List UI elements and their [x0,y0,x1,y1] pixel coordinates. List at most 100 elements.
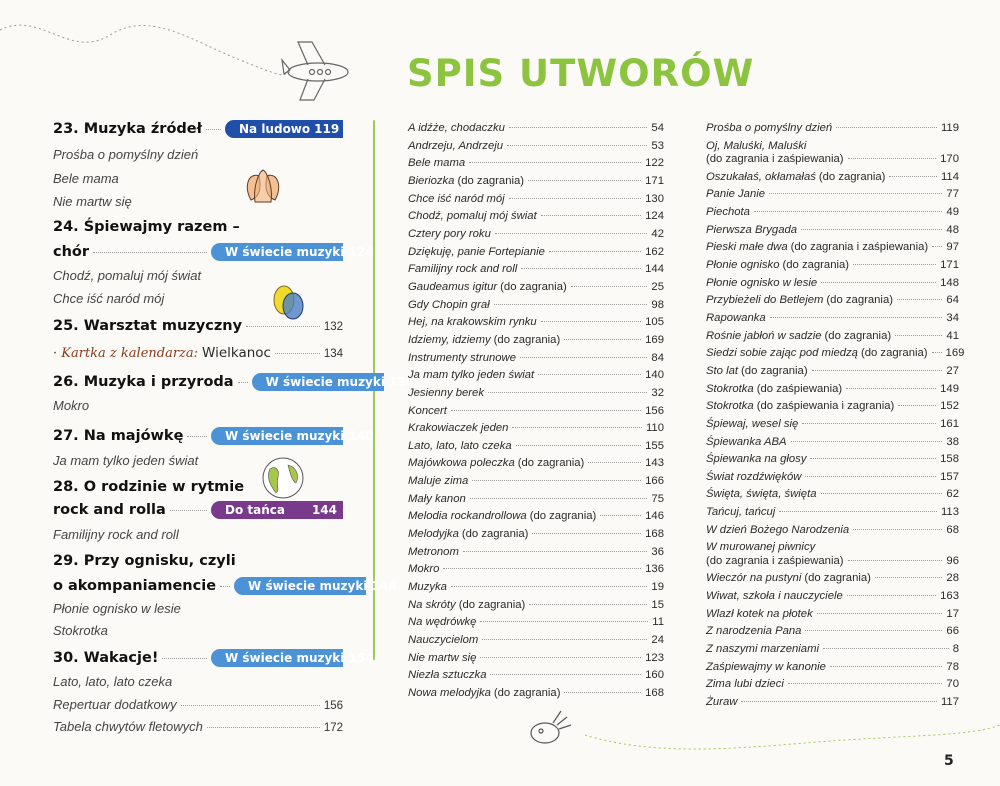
index-entry[interactable]: Idziemy, idziemy(do zagrania)169 [408,332,664,350]
lesson-row[interactable]: Chodź, pomaluj mój świat [53,268,343,283]
index-entry[interactable]: Majówkowa poleczka(do zagrania)143 [408,455,664,473]
index-entry[interactable]: W murowanej piwnicy(do zagrania i zaśpie… [706,539,959,570]
lesson-row[interactable]: Prośba o pomyślny dzień [53,147,343,162]
song-title: · Kartka z kalendarza: [53,346,199,361]
index-entry[interactable]: Rośnie jabłoń w sadzie(do zagrania)41 [706,328,959,346]
index-entry[interactable]: Melodia rockandrollowa(do zagrania)146 [408,508,664,526]
lesson-row[interactable]: Mokro [53,398,343,413]
index-entry[interactable]: Stokrotka(do zaśpiewania i zagrania)152 [706,398,959,416]
entry-page: 144 [645,263,664,276]
lesson-row[interactable]: 29. Przy ognisku, czyli [53,553,343,569]
lesson-row[interactable]: Płonie ognisko w lesie [53,601,343,616]
lesson-row[interactable]: Stokrotka [53,623,343,638]
index-entry[interactable]: Bieriozka(do zagrania)171 [408,173,664,191]
index-entry[interactable]: Na skróty(do zagrania)15 [408,597,664,615]
lesson-row[interactable]: Ja mam tylko jeden świat [53,453,343,468]
entry-page: 48 [946,223,959,236]
dot-leader [237,382,248,383]
song-title: Lato, lato, lato czeka [53,674,173,689]
lesson-row[interactable]: 28. O rodzinie w rytmie [53,479,343,495]
index-entry[interactable]: Pieski małe dwa(do zagrania i zaśpiewani… [706,239,959,257]
lesson-row[interactable]: Nie martw się [53,194,343,209]
lesson-row[interactable]: Chce iść naród mój [53,291,343,306]
index-entry[interactable]: Oszukałaś, okłamałaś(do zagrania)114 [706,169,959,187]
index-entry[interactable]: Melodyjka(do zagrania)168 [408,526,664,544]
badge-label: Na ludowo [239,122,311,136]
index-entry[interactable]: Gaudeamus igitur(do zagrania)25 [408,279,664,297]
lesson-row[interactable]: 24. Śpiewajmy razem – [53,219,343,235]
entry-page: 146 [645,510,664,523]
index-entry[interactable]: Wieczór na pustyni(do zagrania)28 [706,570,959,588]
entry-title: Wieczór na pustyni [706,572,802,585]
index-entry[interactable]: Przybieżeli do Betlejem(do zagrania)64 [706,292,959,310]
index-entry[interactable]: Stokrotka(do zaśpiewania)149 [706,381,959,399]
lesson-row[interactable]: Bele mama [53,171,343,186]
index-entry[interactable]: Sto lat(do zagrania)27 [706,363,959,381]
badge-label: W świecie muzyki [248,579,368,593]
entry-title: Ja mam tylko jeden świat [408,369,535,382]
lesson-row[interactable]: Familijny rock and roll [53,527,343,542]
index-entry[interactable]: Nowa melodyjka(do zagrania)168 [408,685,664,703]
lesson-row[interactable]: Lato, lato, lato czeka [53,674,343,689]
index-entry[interactable]: Siedzi sobie zając pod miedzą(do zagrani… [706,345,964,363]
index-entry[interactable]: Oj, Maluśki, Maluśki(do zagrania i zaśpi… [706,138,959,169]
index-entry[interactable]: Płonie ognisko(do zagrania)171 [706,257,959,275]
